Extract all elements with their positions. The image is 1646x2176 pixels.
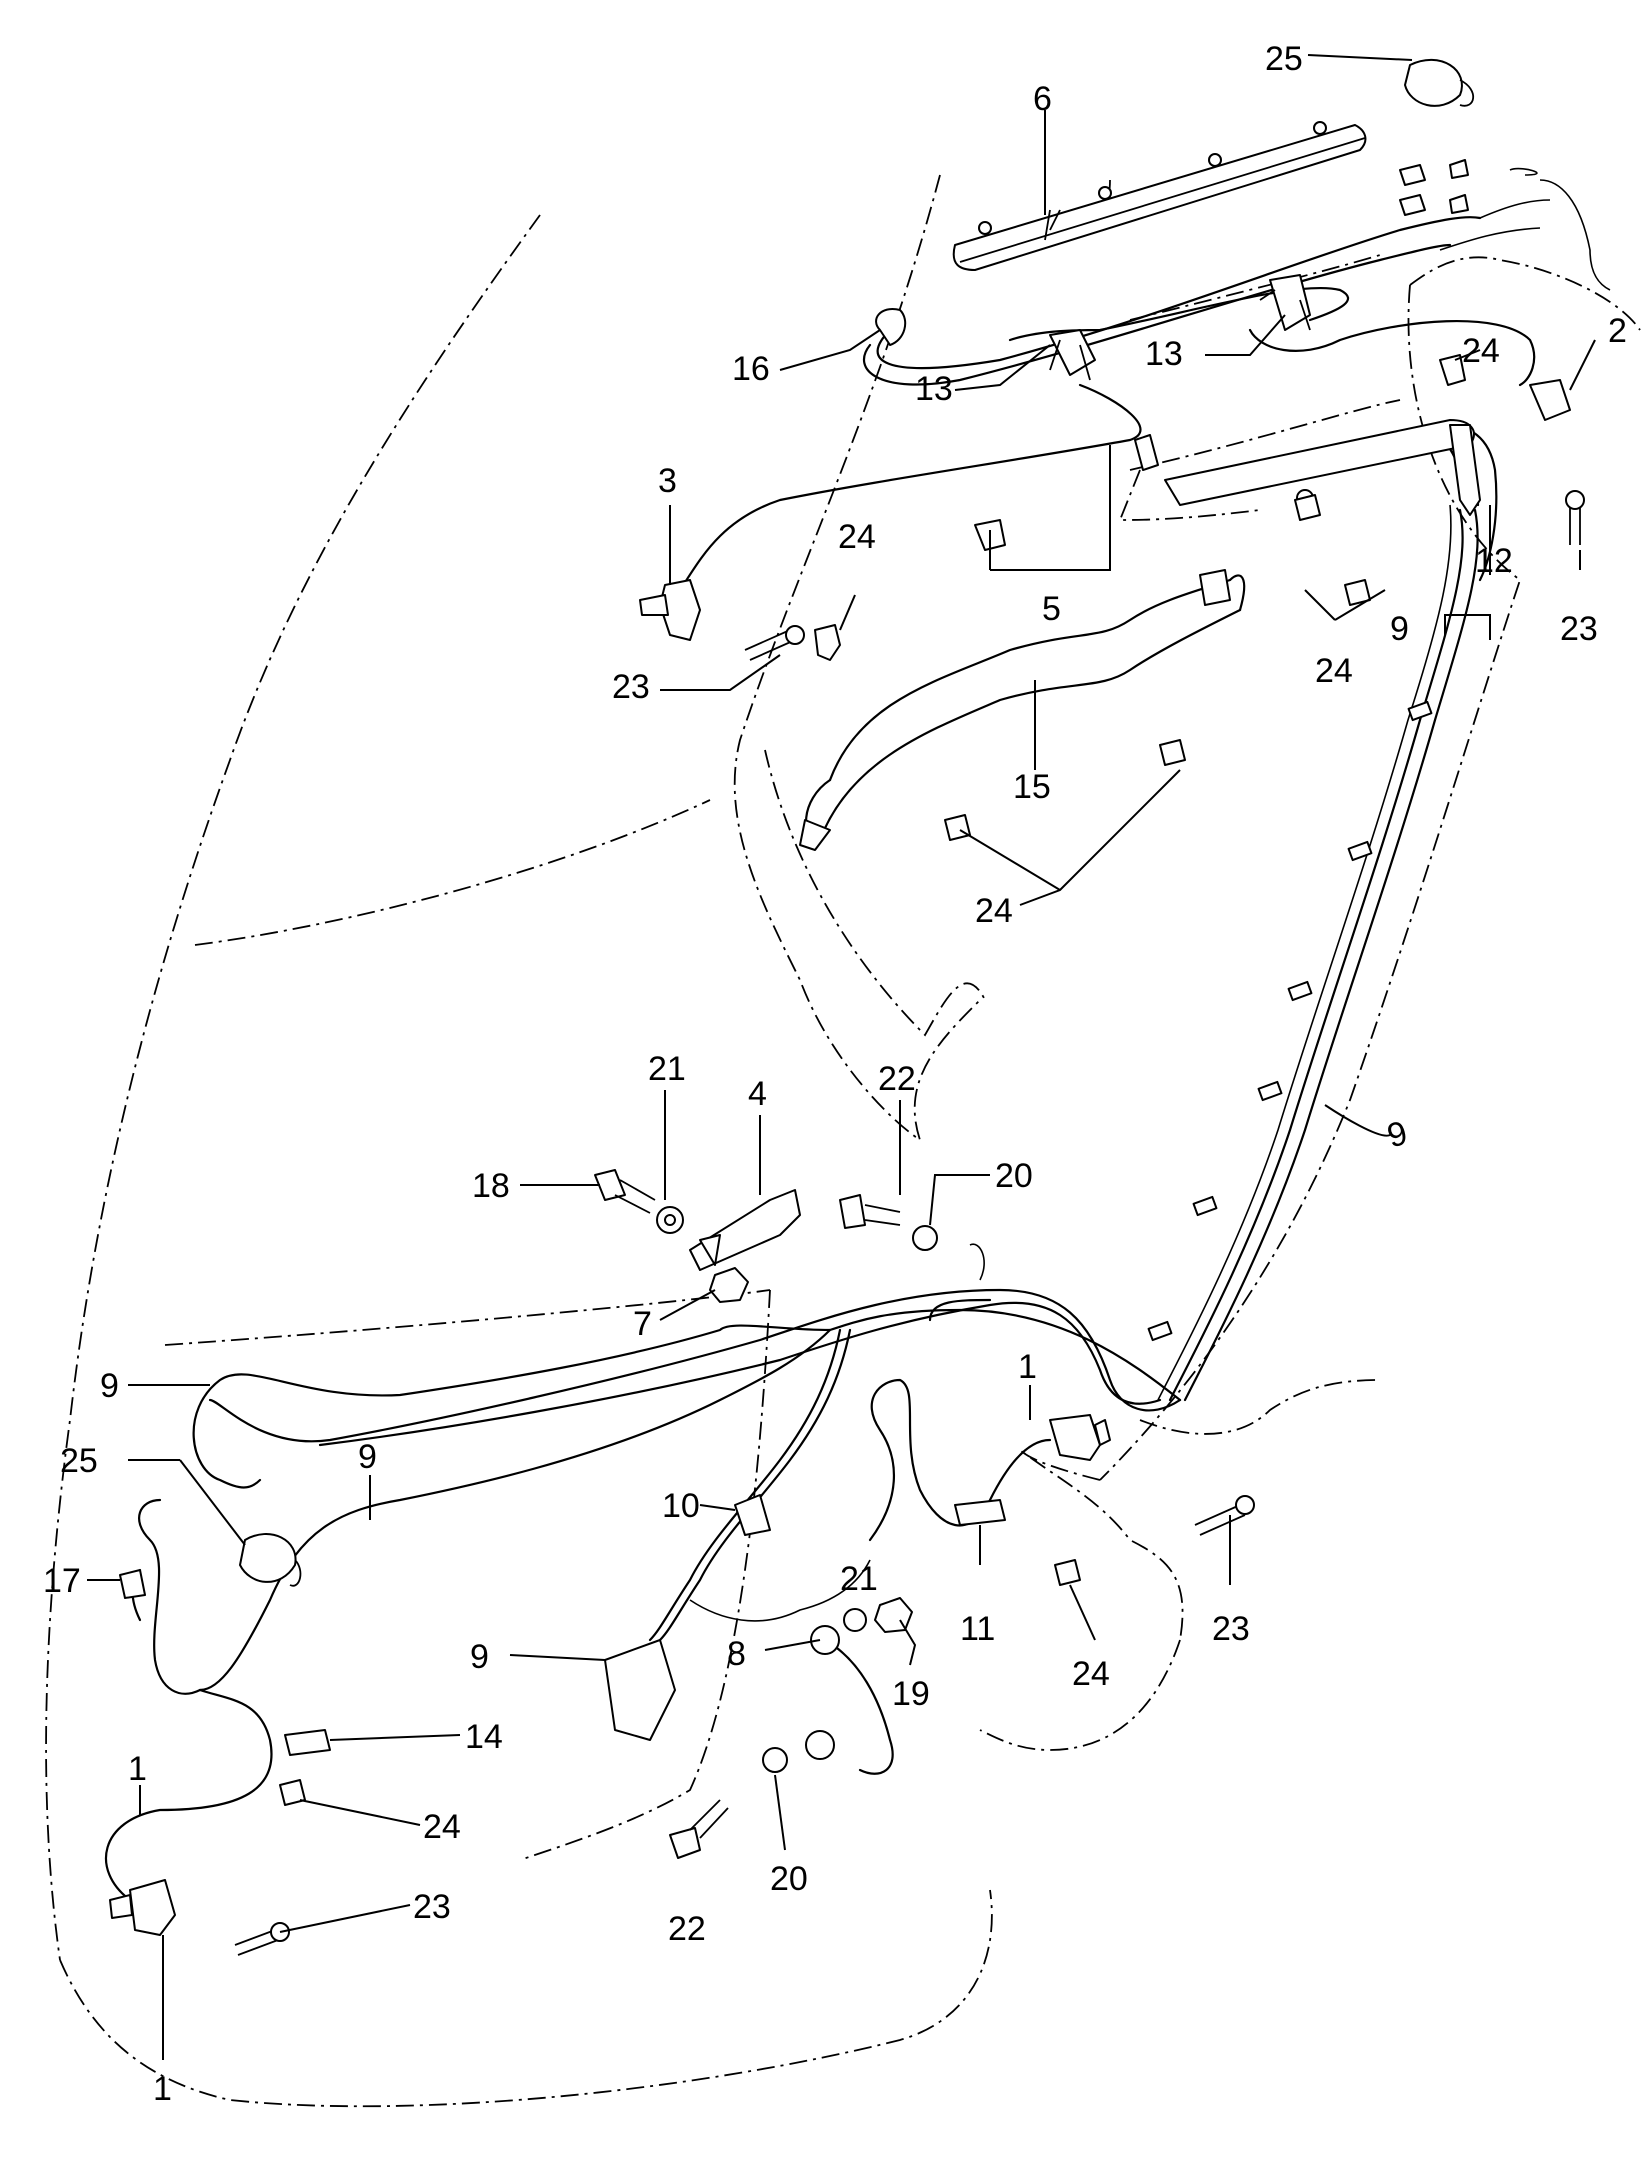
callout-9-left-mid: 9 xyxy=(358,1438,377,1476)
part-4-bracket xyxy=(689,1189,801,1271)
callout-9-right-diag: 9 xyxy=(1383,1114,1411,1156)
part-6-bracket xyxy=(952,124,1367,271)
part-23-screws xyxy=(234,490,1585,1956)
callout-23-upper-left: 23 xyxy=(612,668,650,706)
part-15-bracket xyxy=(1199,569,1231,606)
callout-24-upper-mid: 24 xyxy=(838,518,876,556)
callout-25-top: 25 xyxy=(1265,40,1303,78)
callout-24-lower-left: 24 xyxy=(423,1808,461,1846)
callout-8: 8 xyxy=(727,1635,746,1673)
callout-1-center: 1 xyxy=(1018,1348,1037,1386)
callout-21-bottom: 21 xyxy=(840,1560,878,1598)
harness-clips xyxy=(1147,700,1433,1342)
callout-23-top-right: 23 xyxy=(1560,610,1598,648)
part-16-grommet xyxy=(875,308,907,346)
callout-1-left-top: 1 xyxy=(128,1750,147,1788)
part-2-sensor xyxy=(1529,379,1571,421)
leader-lines xyxy=(87,54,1596,2060)
callout-15: 15 xyxy=(1013,768,1051,806)
part-22-bolt-top xyxy=(839,1194,866,1229)
callout-24-right-mid: 24 xyxy=(1315,652,1353,690)
callout-23-lower-right: 23 xyxy=(1212,1610,1250,1648)
part-13-clip-right xyxy=(1269,274,1311,331)
callout-labels: 25 6 16 13 13 24 2 3 24 12 5 9 23 23 24 … xyxy=(43,40,1627,2108)
callout-9-left-top: 9 xyxy=(100,1367,119,1405)
part-12-bracket xyxy=(1164,419,1475,506)
part-18-bolt xyxy=(594,1169,626,1201)
part-5-clip-b xyxy=(1134,434,1159,471)
callout-24-center: 24 xyxy=(975,892,1013,930)
callout-19: 19 xyxy=(892,1675,930,1713)
callout-22-top: 22 xyxy=(878,1060,916,1098)
callout-13-right: 13 xyxy=(1145,335,1183,373)
part-1-sensor-left xyxy=(129,1879,176,1936)
callout-20-top: 20 xyxy=(995,1157,1033,1195)
part-24-clips xyxy=(279,354,1466,1806)
part-17-clip xyxy=(119,1569,146,1599)
callout-16: 16 xyxy=(732,350,770,388)
part-7-nut xyxy=(709,1267,749,1303)
part-1-sensor-center xyxy=(1049,1414,1101,1461)
part-14-clip xyxy=(284,1729,331,1756)
callout-3: 3 xyxy=(658,462,677,500)
part-10-grommet xyxy=(734,1494,771,1536)
callout-22-bottom: 22 xyxy=(668,1910,706,1948)
callout-7: 7 xyxy=(633,1305,652,1343)
part-22-bolt-bottom xyxy=(669,1827,701,1859)
callout-1-bottom: 1 xyxy=(153,2070,172,2108)
part-19-nut xyxy=(874,1597,913,1633)
callout-23-lower-left: 23 xyxy=(413,1888,451,1926)
callout-14: 14 xyxy=(465,1718,503,1756)
callout-11: 11 xyxy=(960,1610,995,1648)
callout-6: 6 xyxy=(1033,80,1052,118)
callout-20-bottom: 20 xyxy=(770,1860,808,1898)
part-13-clip-left xyxy=(1049,329,1096,376)
parts xyxy=(109,58,1585,1956)
callout-9-connector: 9 xyxy=(470,1638,489,1676)
callout-21-top: 21 xyxy=(648,1050,686,1088)
callout-9-right-top: 9 xyxy=(1390,610,1409,648)
callout-13-left: 13 xyxy=(915,370,953,408)
part-20-washer-top xyxy=(912,1225,938,1251)
part-9-connector xyxy=(604,1639,676,1741)
callout-4: 4 xyxy=(748,1075,767,1113)
callout-24-lower-right: 24 xyxy=(1072,1655,1110,1693)
part-20-washer-bottom xyxy=(762,1747,788,1773)
callout-10: 10 xyxy=(662,1487,700,1525)
callout-2: 2 xyxy=(1608,312,1627,350)
callout-5: 5 xyxy=(1042,590,1061,628)
callout-25-left: 25 xyxy=(60,1442,98,1480)
part-8-strap xyxy=(823,1638,894,1775)
part-11-clip xyxy=(954,1499,1006,1526)
callout-24-top-right: 24 xyxy=(1462,332,1500,370)
callout-12: 12 xyxy=(1475,542,1513,580)
part-25-clamp-top xyxy=(1404,58,1463,107)
callout-18: 18 xyxy=(472,1167,510,1205)
callout-17: 17 xyxy=(43,1562,81,1600)
part-25-clamp-left xyxy=(239,1533,297,1583)
